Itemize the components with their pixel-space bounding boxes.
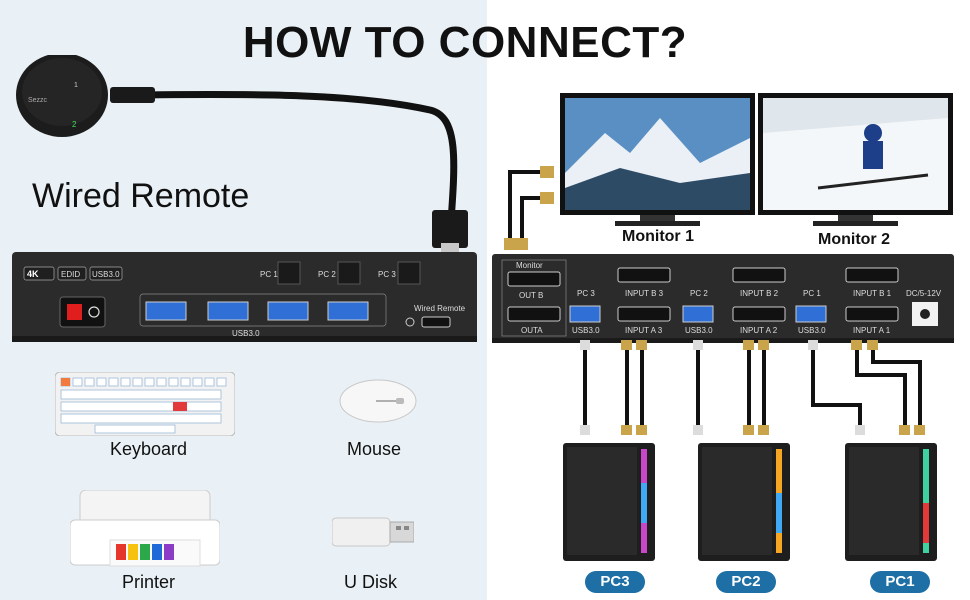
power-label: DC/5-12V: [906, 289, 942, 298]
group-1-input-b: INPUT B 1: [853, 289, 892, 298]
kvm-front-panel: 4K EDID USB3.0 PC 1 PC 2 PC 3 USB3.0 Wir…: [12, 252, 477, 342]
pc-button-label-1: PC 1: [260, 270, 278, 279]
group-3-input-a: INPUT A 3: [625, 326, 663, 335]
badge-edid: EDID: [61, 270, 80, 279]
out-a-label: OUTA: [521, 326, 543, 335]
kvm-back-panel: Monitor OUT B OUTA PC 3 USB3.0 INPUT B 3…: [492, 166, 954, 435]
pc2-badge: PC2: [716, 571, 776, 593]
front-usb-label: USB3.0: [232, 329, 260, 338]
monitor-1-image: [560, 93, 755, 226]
page-title: HOW TO CONNECT?: [242, 18, 688, 67]
group-1-usb-label: USB3.0: [798, 326, 826, 335]
remote-button-2: 2: [72, 120, 77, 129]
printer-label: Printer: [122, 572, 176, 592]
udisk-image: [332, 517, 414, 547]
monitor-2-label: Monitor 2: [818, 231, 890, 248]
pc-button-label-3: PC 3: [378, 270, 396, 279]
group-1-pc-label: PC 1: [803, 289, 821, 298]
group-3-usb-label: USB3.0: [572, 326, 600, 335]
monitor-1-label: Monitor 1: [622, 228, 694, 245]
group-2-input-b: INPUT B 2: [740, 289, 779, 298]
group-2-input-a: INPUT A 2: [740, 326, 778, 335]
keyboard-label: Keyboard: [110, 439, 188, 459]
pc2-tower-image: [698, 443, 790, 561]
remote-port-label: Wired Remote: [414, 304, 466, 313]
badge-4k: 4K: [27, 269, 39, 279]
pc3-tower-image: [563, 443, 655, 561]
back-monitor-label: Monitor: [516, 261, 543, 270]
group-2-usb-label: USB3.0: [685, 326, 713, 335]
mouse-label: Mouse: [347, 439, 402, 459]
printer-image: [70, 490, 220, 567]
group-3-pc-label: PC 3: [577, 289, 595, 298]
keyboard-image: [55, 372, 235, 436]
wired-remote-image: Sezzc 1 2: [16, 55, 468, 252]
group-1-input-a: INPUT A 1: [853, 326, 891, 335]
out-b-label: OUT B: [519, 291, 543, 300]
mouse-image: [339, 379, 417, 423]
pc3-badge: PC3: [585, 571, 645, 593]
udisk-label: U Disk: [344, 572, 397, 592]
remote-label: Wired Remote: [32, 177, 250, 215]
group-3-input-b: INPUT B 3: [625, 289, 664, 298]
pc1-badge: PC1: [870, 571, 930, 593]
group-2-pc-label: PC 2: [690, 289, 708, 298]
badge-usb: USB3.0: [92, 270, 120, 279]
monitor-2-image: [758, 93, 953, 226]
remote-brand: Sezzc: [28, 97, 48, 104]
pc-button-label-2: PC 2: [318, 270, 336, 279]
remote-button-1: 1: [74, 82, 78, 89]
pc1-tower-image: [845, 443, 937, 561]
